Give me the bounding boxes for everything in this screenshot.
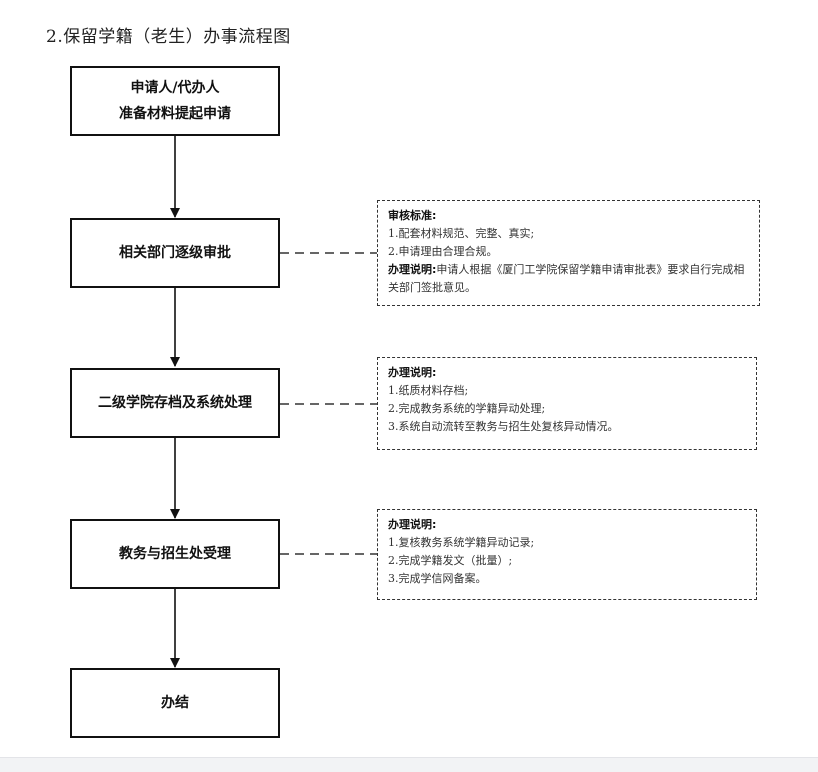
note2-item-2: 2.完成教务系统的学籍异动处理; [388,402,546,415]
step-complete-box: 办结 [70,668,280,738]
academic-office-note: 办理说明: 1.复核教务系统学籍异动记录; 2.完成学籍发文（批量）; 3.完成… [377,509,757,600]
note3-item-1: 1.复核教务系统学籍异动记录; [388,536,535,549]
bottom-strip [0,757,818,772]
review-criteria-note: 审核标准: 1.配套材料规范、完整、真实; 2.申请理由合理合规。 办理说明:申… [377,200,760,306]
step-academic-office-label: 教务与招生处受理 [119,546,231,562]
step-complete-label: 办结 [161,695,189,711]
note1-instructions-label: 办理说明: [388,263,437,276]
step-review-label: 相关部门逐级审批 [119,245,231,261]
page-title: 2.保留学籍（老生）办事流程图 [46,27,291,47]
step-college-label: 二级学院存档及系统处理 [98,395,252,411]
step-apply-box: 申请人/代办人 准备材料提起申请 [70,66,280,136]
note3-item-3: 3.完成学信网备案。 [388,572,487,585]
note1-item-2: 2.申请理由合理合规。 [388,245,498,258]
step-review-box: 相关部门逐级审批 [70,218,280,288]
note1-instructions-text: 申请人根据《厦门工学院保留学籍申请审批表》要求自行完成相关部门签批意见。 [388,263,745,294]
note2-item-3: 3.系统自动流转至教务与招生处复核异动情况。 [388,420,619,433]
step-apply-line2: 准备材料提起申请 [119,106,231,122]
note1-item-1: 1.配套材料规范、完整、真实; [388,227,535,240]
note2-item-1: 1.纸质材料存档; [388,384,469,397]
note1-instructions: 办理说明:申请人根据《厦门工学院保留学籍申请审批表》要求自行完成相关部门签批意见… [388,261,749,297]
note3-item-2: 2.完成学籍发文（批量）; [388,554,513,567]
step-college-box: 二级学院存档及系统处理 [70,368,280,438]
step-academic-office-box: 教务与招生处受理 [70,519,280,589]
step-apply-line1: 申请人/代办人 [130,80,220,96]
note3-heading: 办理说明: [388,518,437,531]
note2-heading: 办理说明: [388,366,437,379]
note1-heading: 审核标准: [388,209,437,222]
college-processing-note: 办理说明: 1.纸质材料存档; 2.完成教务系统的学籍异动处理; 3.系统自动流… [377,357,757,450]
